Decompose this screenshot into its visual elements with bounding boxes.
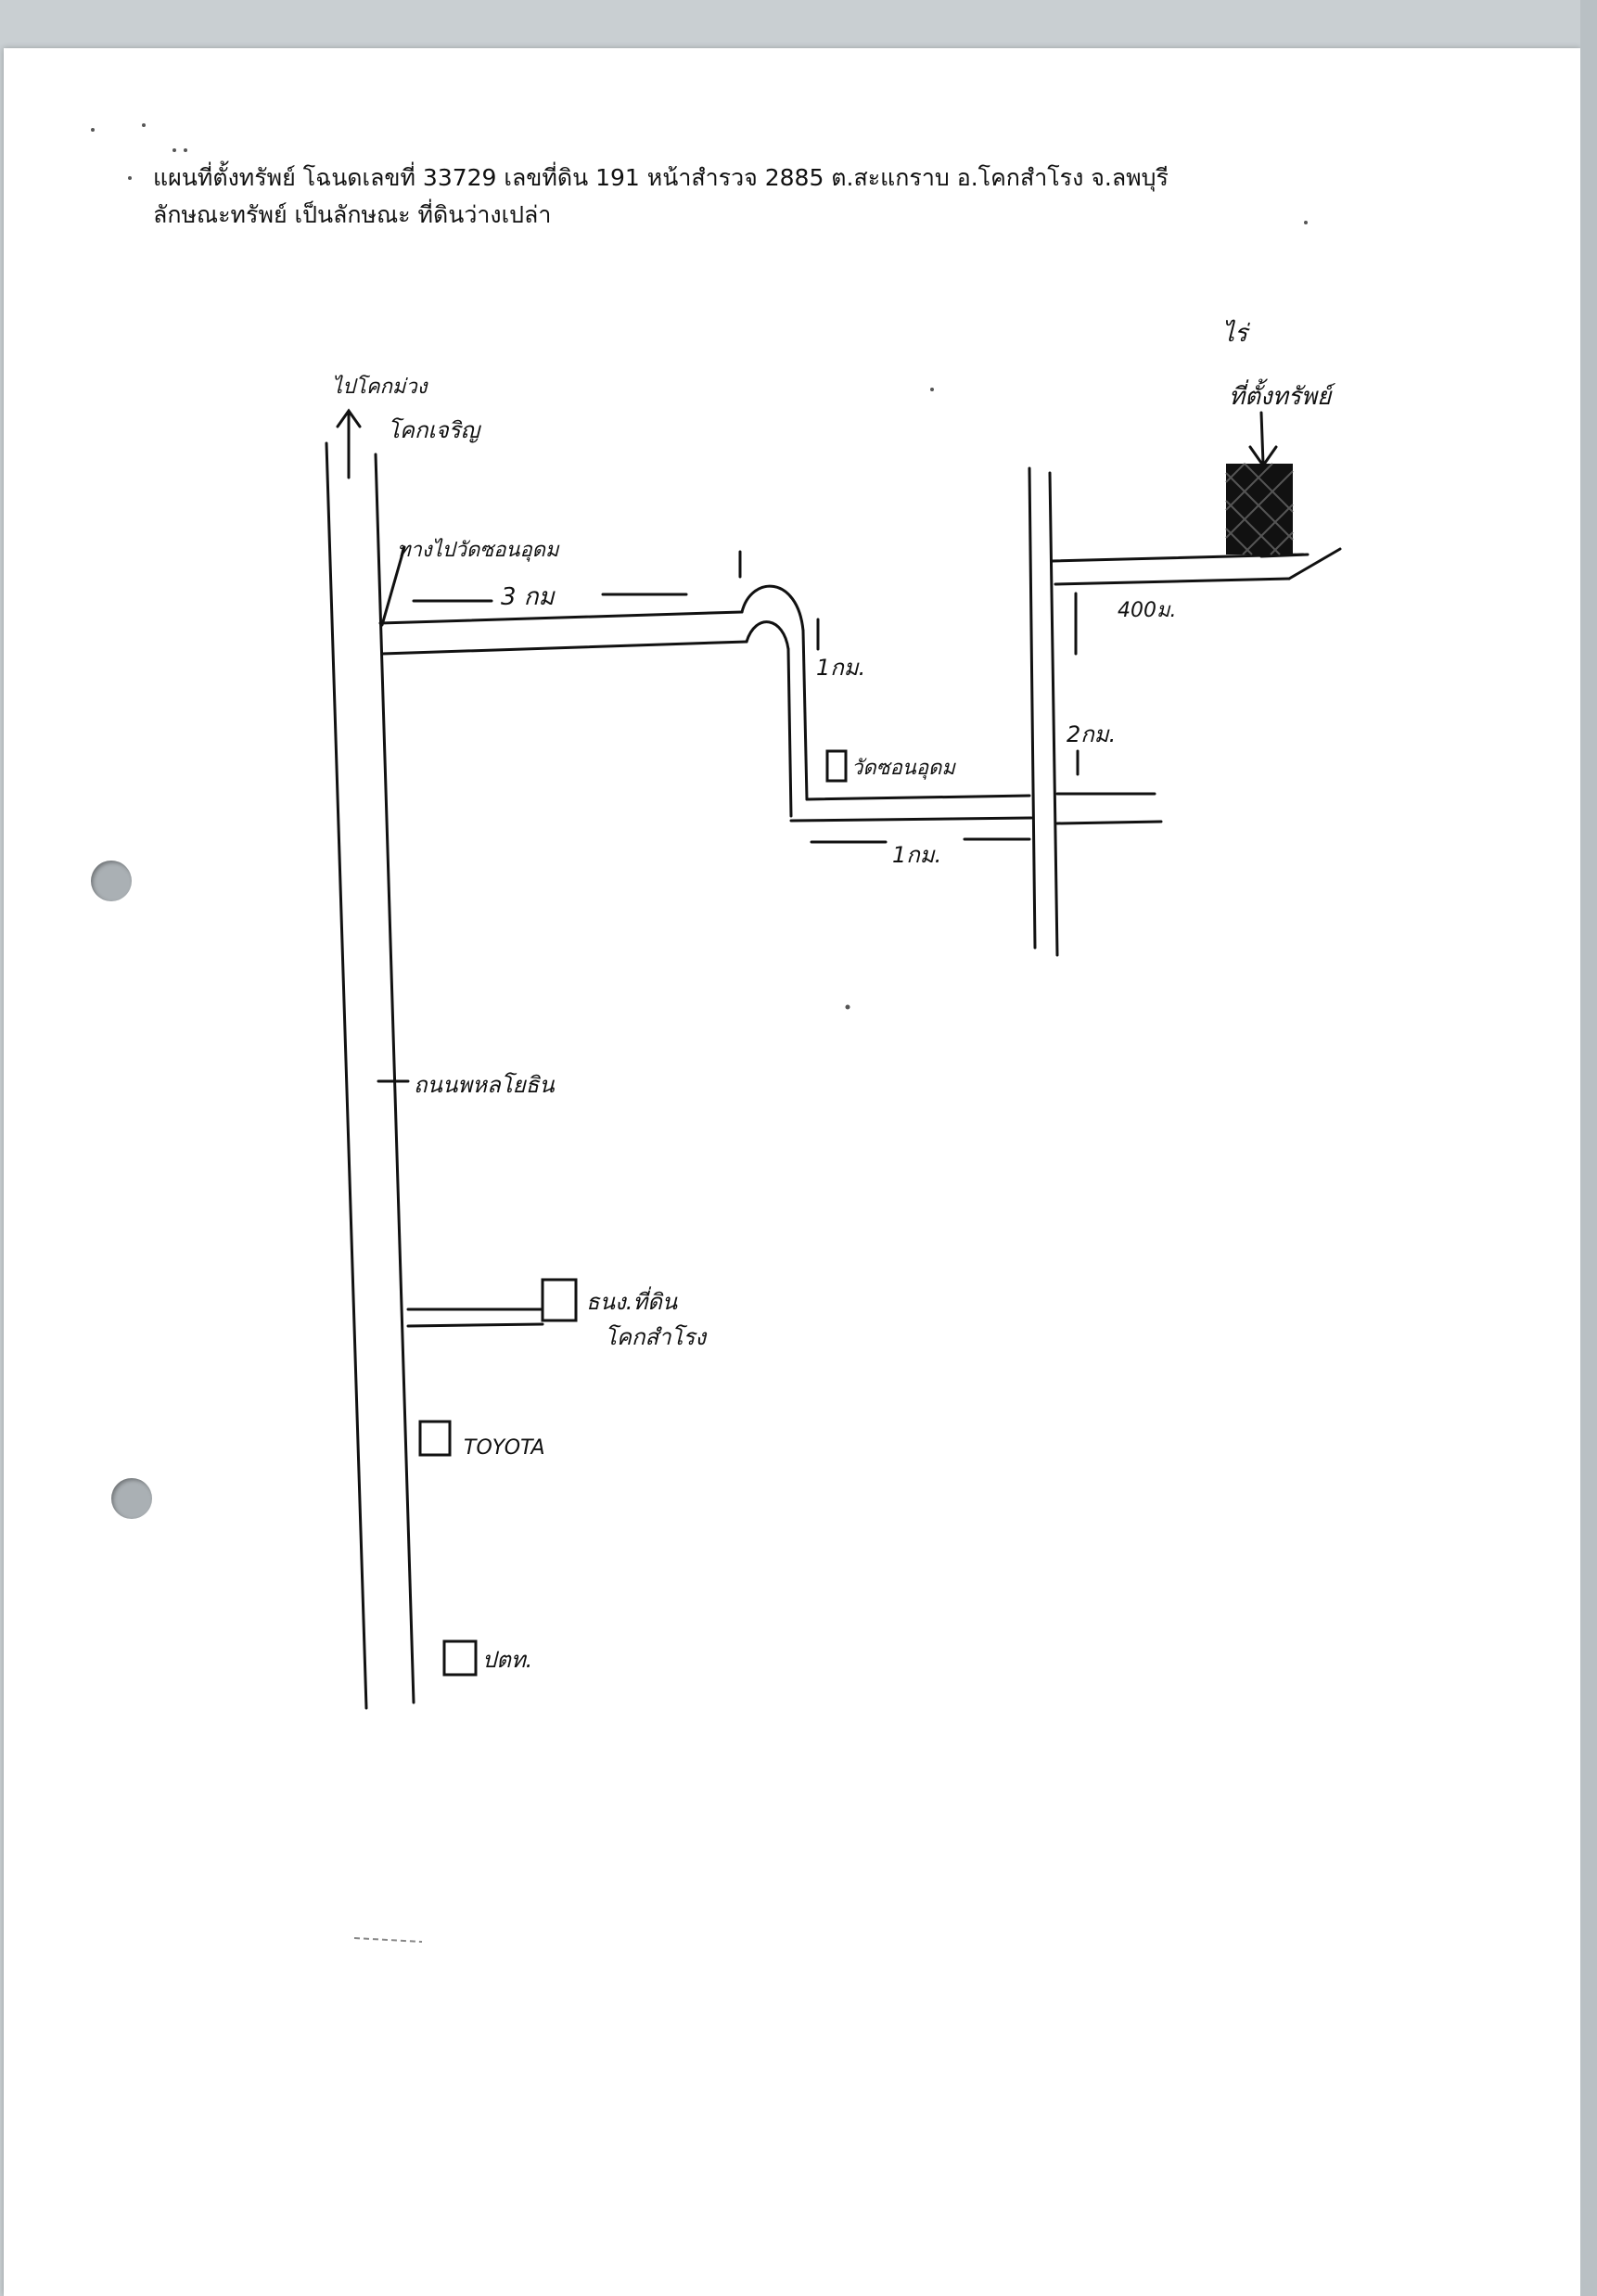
main-road-left-edge <box>325 441 368 1710</box>
label-dist-1km-b: 1กม. <box>892 842 941 868</box>
label-dist-2km: 2กม. <box>1067 721 1116 747</box>
property-hatch <box>1225 463 1294 555</box>
label-property-word: ไร่ <box>1222 319 1250 348</box>
temple-road-top <box>378 610 744 625</box>
label-ptt: ปตท. <box>482 1647 532 1673</box>
label-dist-3km: 3 กม <box>501 583 556 611</box>
temple-road-left <box>786 647 793 818</box>
temple-road-bottom <box>380 640 748 656</box>
turn-pointer <box>380 545 406 627</box>
scan-specks <box>91 123 1308 1010</box>
label-property: ที่ตั้งทรัพย์ <box>1229 378 1335 411</box>
main-road-right-edge <box>374 453 415 1704</box>
north-arrow-head <box>336 408 362 428</box>
road-bend-outer <box>740 584 805 632</box>
temple-road-right <box>801 629 809 801</box>
east-road-top <box>805 794 1031 801</box>
scan-mark <box>353 1937 423 1943</box>
property-arrow-shaft <box>1259 411 1265 466</box>
punch-hole-bottom <box>111 1478 152 1519</box>
label-toyota: TOYOTA <box>464 1436 545 1460</box>
east-road-bottom <box>789 816 1033 823</box>
temple-box <box>825 749 848 783</box>
label-main-road: ถนนพหลโยธิน <box>414 1072 555 1098</box>
label-dist-400m: 400ม. <box>1118 599 1177 622</box>
ptt-box <box>442 1639 478 1677</box>
label-bank-line1: ธนง.ที่ดิน <box>586 1286 678 1315</box>
bank-box <box>541 1278 578 1322</box>
property-road-end <box>1287 547 1342 580</box>
cross-road-left <box>1028 466 1037 950</box>
property-road-tip <box>1259 553 1310 558</box>
bank-road-bottom <box>406 1322 544 1328</box>
label-to-north: ไปโคกม่วง <box>332 375 429 399</box>
cross-road-right <box>1048 471 1059 957</box>
label-bank-line2: โคกสำโรง <box>605 1324 708 1350</box>
header-title: แผนที่ตั้งทรัพย์ โฉนดเลขที่ 33729 เลขที่… <box>153 164 1169 191</box>
toyota-box <box>418 1420 452 1457</box>
header-property-type: ลักษณะทรัพย์ เป็นลักษณะ ที่ดินว่างเปล่า <box>153 201 552 228</box>
road-bend-inner <box>745 620 790 651</box>
scan-edge <box>1580 0 1597 2296</box>
cross-road-east-bottom <box>1055 820 1163 825</box>
punch-hole-top <box>91 861 132 901</box>
paper-sheet <box>4 48 1580 2296</box>
label-dist-1km-a: 1กม. <box>816 655 865 681</box>
label-turn: ทางไปวัดซอนอุดม <box>397 538 560 562</box>
label-temple: วัดซอนอุดม <box>851 757 956 780</box>
document-header: แผนที่ตั้งทรัพย์ โฉนดเลขที่ 33729 เลขที่… <box>153 159 1451 234</box>
label-north-town: โคกเจริญ <box>388 417 482 443</box>
property-road-bottom <box>1054 577 1291 586</box>
